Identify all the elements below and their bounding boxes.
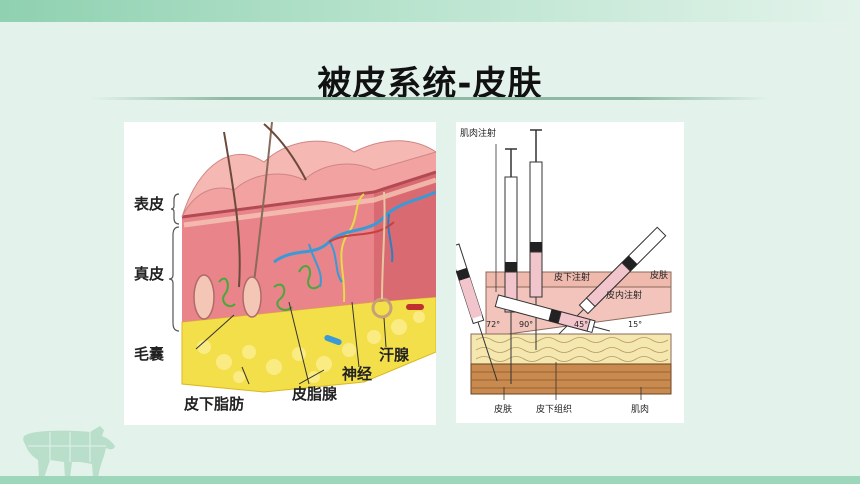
syringe-15-degree (494, 294, 610, 334)
label-intradermal: 皮内注射 (606, 289, 642, 301)
hair-follicle (193, 274, 215, 320)
label-angle-45: 45° (574, 320, 588, 329)
label-subcutaneous: 皮下注射 (554, 271, 590, 283)
label-angle-90: 90° (519, 320, 533, 329)
dermis-side (374, 172, 436, 302)
epidermis-bracket (170, 193, 180, 225)
label-sebaceous-gland: 皮脂腺 (292, 385, 338, 403)
label-intramuscular: 肌肉注射 (460, 127, 496, 139)
syringe-90-degree-subcutaneous (529, 129, 543, 350)
label-bottom-muscle: 肌肉 (631, 403, 649, 415)
blood-vessel-blue (273, 190, 436, 264)
label-sweat-gland: 汗腺 (379, 346, 410, 364)
epidermis-top (182, 152, 436, 217)
label-bottom-subcutaneous: 皮下组织 (536, 403, 572, 415)
sebaceous-gland (218, 265, 322, 311)
skin-cross-section-diagram: 表皮 真皮 毛囊 皮下脂肪 皮脂腺 神经 汗腺 (124, 122, 436, 425)
label-angle-15: 15° (628, 320, 642, 329)
title-underline (90, 97, 770, 100)
epidermis-boundary (181, 170, 436, 219)
label-dermis: 真皮 (134, 265, 164, 283)
hair-shaft (223, 131, 241, 288)
syringe-45-degree (558, 226, 667, 335)
label-angle-72: 72° (486, 320, 500, 329)
injection-methods-diagram: 肌肉注射 皮下注射 皮肤 皮内注射 72° 90° 45° 15° 皮肤 皮下组… (456, 122, 684, 423)
dermis-layer (182, 192, 374, 322)
fat-layer (181, 296, 436, 393)
label-nerve: 神经 (342, 365, 372, 383)
label-hair-follicle: 毛囊 (134, 345, 165, 363)
bottom-banner (0, 476, 860, 484)
top-banner (0, 0, 860, 22)
label-epidermis: 表皮 (134, 195, 164, 213)
label-skin: 皮肤 (650, 269, 668, 281)
syringe-72-degree (456, 243, 498, 382)
dermis-bracket (168, 226, 180, 332)
label-subcutaneous-fat: 皮下脂肪 (184, 395, 244, 413)
cow-silhouette-icon (20, 422, 120, 480)
label-bottom-skin: 皮肤 (494, 403, 512, 415)
